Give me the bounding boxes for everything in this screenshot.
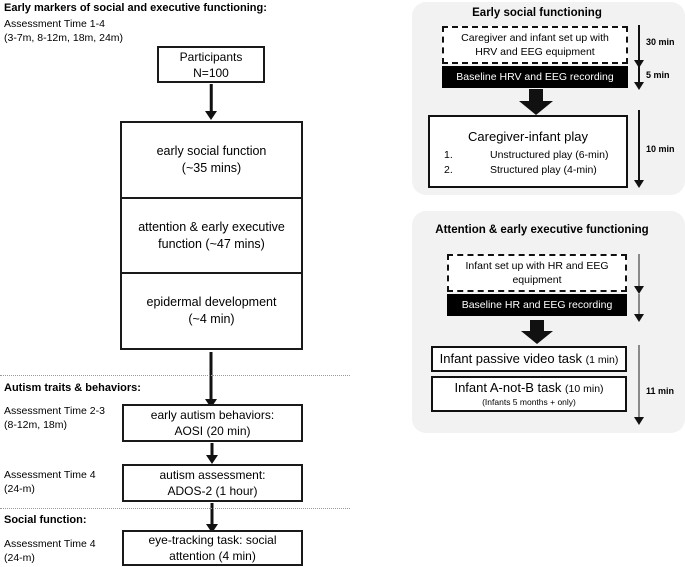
caregiver-setup-line2: HRV and EEG equipment (475, 46, 595, 58)
timing-arrow-total-tasks (632, 345, 646, 425)
infant-setup-line1: Infant set up with HR and EEG (465, 260, 609, 272)
early-autism-behaviors-box: early autism behaviors: AOSI (20 min) (122, 404, 303, 442)
assessment-time-label-1: Assessment Time 1-4 (3-7m, 8-12m, 18m, 2… (4, 17, 123, 45)
assessment-time-3-line1: Assessment Time 4 (4, 469, 96, 481)
participants-box: Participants N=100 (157, 46, 265, 83)
participants-label: Participants (179, 49, 243, 64)
infant-setup-line2: equipment (512, 274, 562, 286)
infant-a-not-b-task-box: Infant A-not-B task (10 min) (Infants 5 … (431, 376, 627, 412)
timing-label-baseline: 5 min (646, 70, 670, 80)
section-heading-autism-traits: Autism traits & behaviors: (4, 382, 141, 394)
assessment-time-line1: Assessment Time 1-4 (4, 18, 105, 30)
passive-video-task-label: Infant passive video task (439, 350, 583, 366)
caregiver-infant-play-title: Caregiver-infant play (468, 129, 588, 144)
section-divider-2 (0, 508, 350, 509)
infant-setup-box: Infant set up with HR and EEG equipment (447, 254, 627, 292)
assessment-time-2-line2: (8-12m, 18m) (4, 419, 68, 431)
assessment-time-4-line2: (24-m) (4, 552, 35, 564)
passive-video-task-duration: (1 min) (585, 353, 619, 366)
block-arrow-down-icon-social (516, 89, 556, 115)
caregiver-setup-box: Caregiver and infant set up with HRV and… (442, 26, 628, 64)
play-item-2: Structured play (4-min) (444, 163, 597, 178)
cell-epidermal-development: epidermal development (~4 min) (122, 274, 301, 348)
participants-count: N=100 (193, 65, 229, 80)
timing-arrow-baseline (632, 66, 646, 90)
assessment-time-2-line1: Assessment Time 2-3 (4, 405, 105, 417)
panel-title-early-social: Early social functioning (472, 7, 602, 19)
assessment-time-3-line2: (24-m) (4, 483, 35, 495)
baseline-hr-eeg-bar: Baseline HR and EEG recording (447, 294, 627, 316)
cell-early-social-function: early social function (~35 mins) (122, 123, 301, 199)
assessment-time-label-4: Assessment Time 4 (24-m) (4, 537, 96, 565)
autism-assessment-label: autism assessment: (159, 468, 266, 482)
a-not-b-task-note: (Infants 5 months + only) (482, 397, 576, 407)
arrow-autism-to-ados (204, 443, 220, 464)
eye-tracking-label: eye-tracking task: social (148, 533, 277, 547)
cell-attention-executive-function: attention & early executive function (~4… (122, 199, 301, 275)
assessment-time-label-2: Assessment Time 2-3 (8-12m, 18m) (4, 404, 105, 432)
timing-label-setup: 30 min (646, 37, 675, 47)
early-social-function-duration: (~35 mins) (181, 160, 242, 175)
panel-title-attention-executive: Attention & early executive functioning (435, 224, 649, 236)
a-not-b-task-label: Infant A-not-B task (454, 380, 562, 395)
caregiver-setup-line1: Caregiver and infant set up with (461, 32, 609, 44)
assessment-time-label-3: Assessment Time 4 (24-m) (4, 468, 96, 496)
eye-tracking-box: eye-tracking task: social attention (4 m… (122, 530, 303, 566)
section-divider-1 (0, 375, 350, 376)
early-social-function-label: early social function (156, 143, 267, 158)
assessment-time-4-line1: Assessment Time 4 (4, 538, 96, 550)
arrow-ados-to-eyetracking (204, 503, 220, 533)
attention-executive-duration: function (~47 mins) (158, 236, 265, 251)
arrow-assessments-to-autism (203, 352, 219, 408)
early-markers-stacked-box: early social function (~35 mins) attenti… (120, 121, 303, 350)
a-not-b-task-duration: (10 min) (565, 383, 604, 395)
baseline-hrv-eeg-bar: Baseline HRV and EEG recording (442, 66, 628, 88)
infant-passive-video-task-box: Infant passive video task (1 min) (431, 346, 627, 372)
play-items-list: Unstructured play (6-min) Structured pla… (430, 148, 626, 178)
epidermal-development-label: epidermal development (146, 295, 277, 310)
attention-executive-label: attention & early executive (138, 219, 285, 234)
early-autism-behaviors-label: early autism behaviors: (150, 408, 275, 422)
assessment-time-line2: (3-7m, 8-12m, 18m, 24m) (4, 32, 124, 44)
section-heading-social-function: Social function: (4, 514, 87, 526)
timing-label-total: 11 min (646, 386, 675, 396)
autism-assessment-box: autism assessment: ADOS-2 (1 hour) (122, 464, 303, 502)
timing-label-play: 10 min (646, 144, 675, 154)
eye-tracking-duration: attention (4 min) (169, 549, 256, 563)
early-autism-behaviors-duration: AOSI (20 min) (174, 424, 251, 438)
autism-assessment-duration: ADOS-2 (1 hour) (167, 484, 258, 498)
timing-arrow-infant-setup (632, 254, 646, 294)
caregiver-infant-play-box: Caregiver-infant play Unstructured play … (428, 115, 628, 188)
play-item-1: Unstructured play (6-min) (444, 148, 609, 163)
arrow-participants-to-assessments (203, 84, 219, 120)
timing-arrow-infant-baseline (632, 294, 646, 322)
epidermal-development-duration: (~4 min) (188, 312, 235, 327)
block-arrow-down-icon-attention (518, 320, 556, 344)
section-heading-early-markers: Early markers of social and executive fu… (4, 2, 267, 14)
timing-arrow-play (632, 110, 646, 188)
timing-arrow-setup (632, 25, 646, 68)
